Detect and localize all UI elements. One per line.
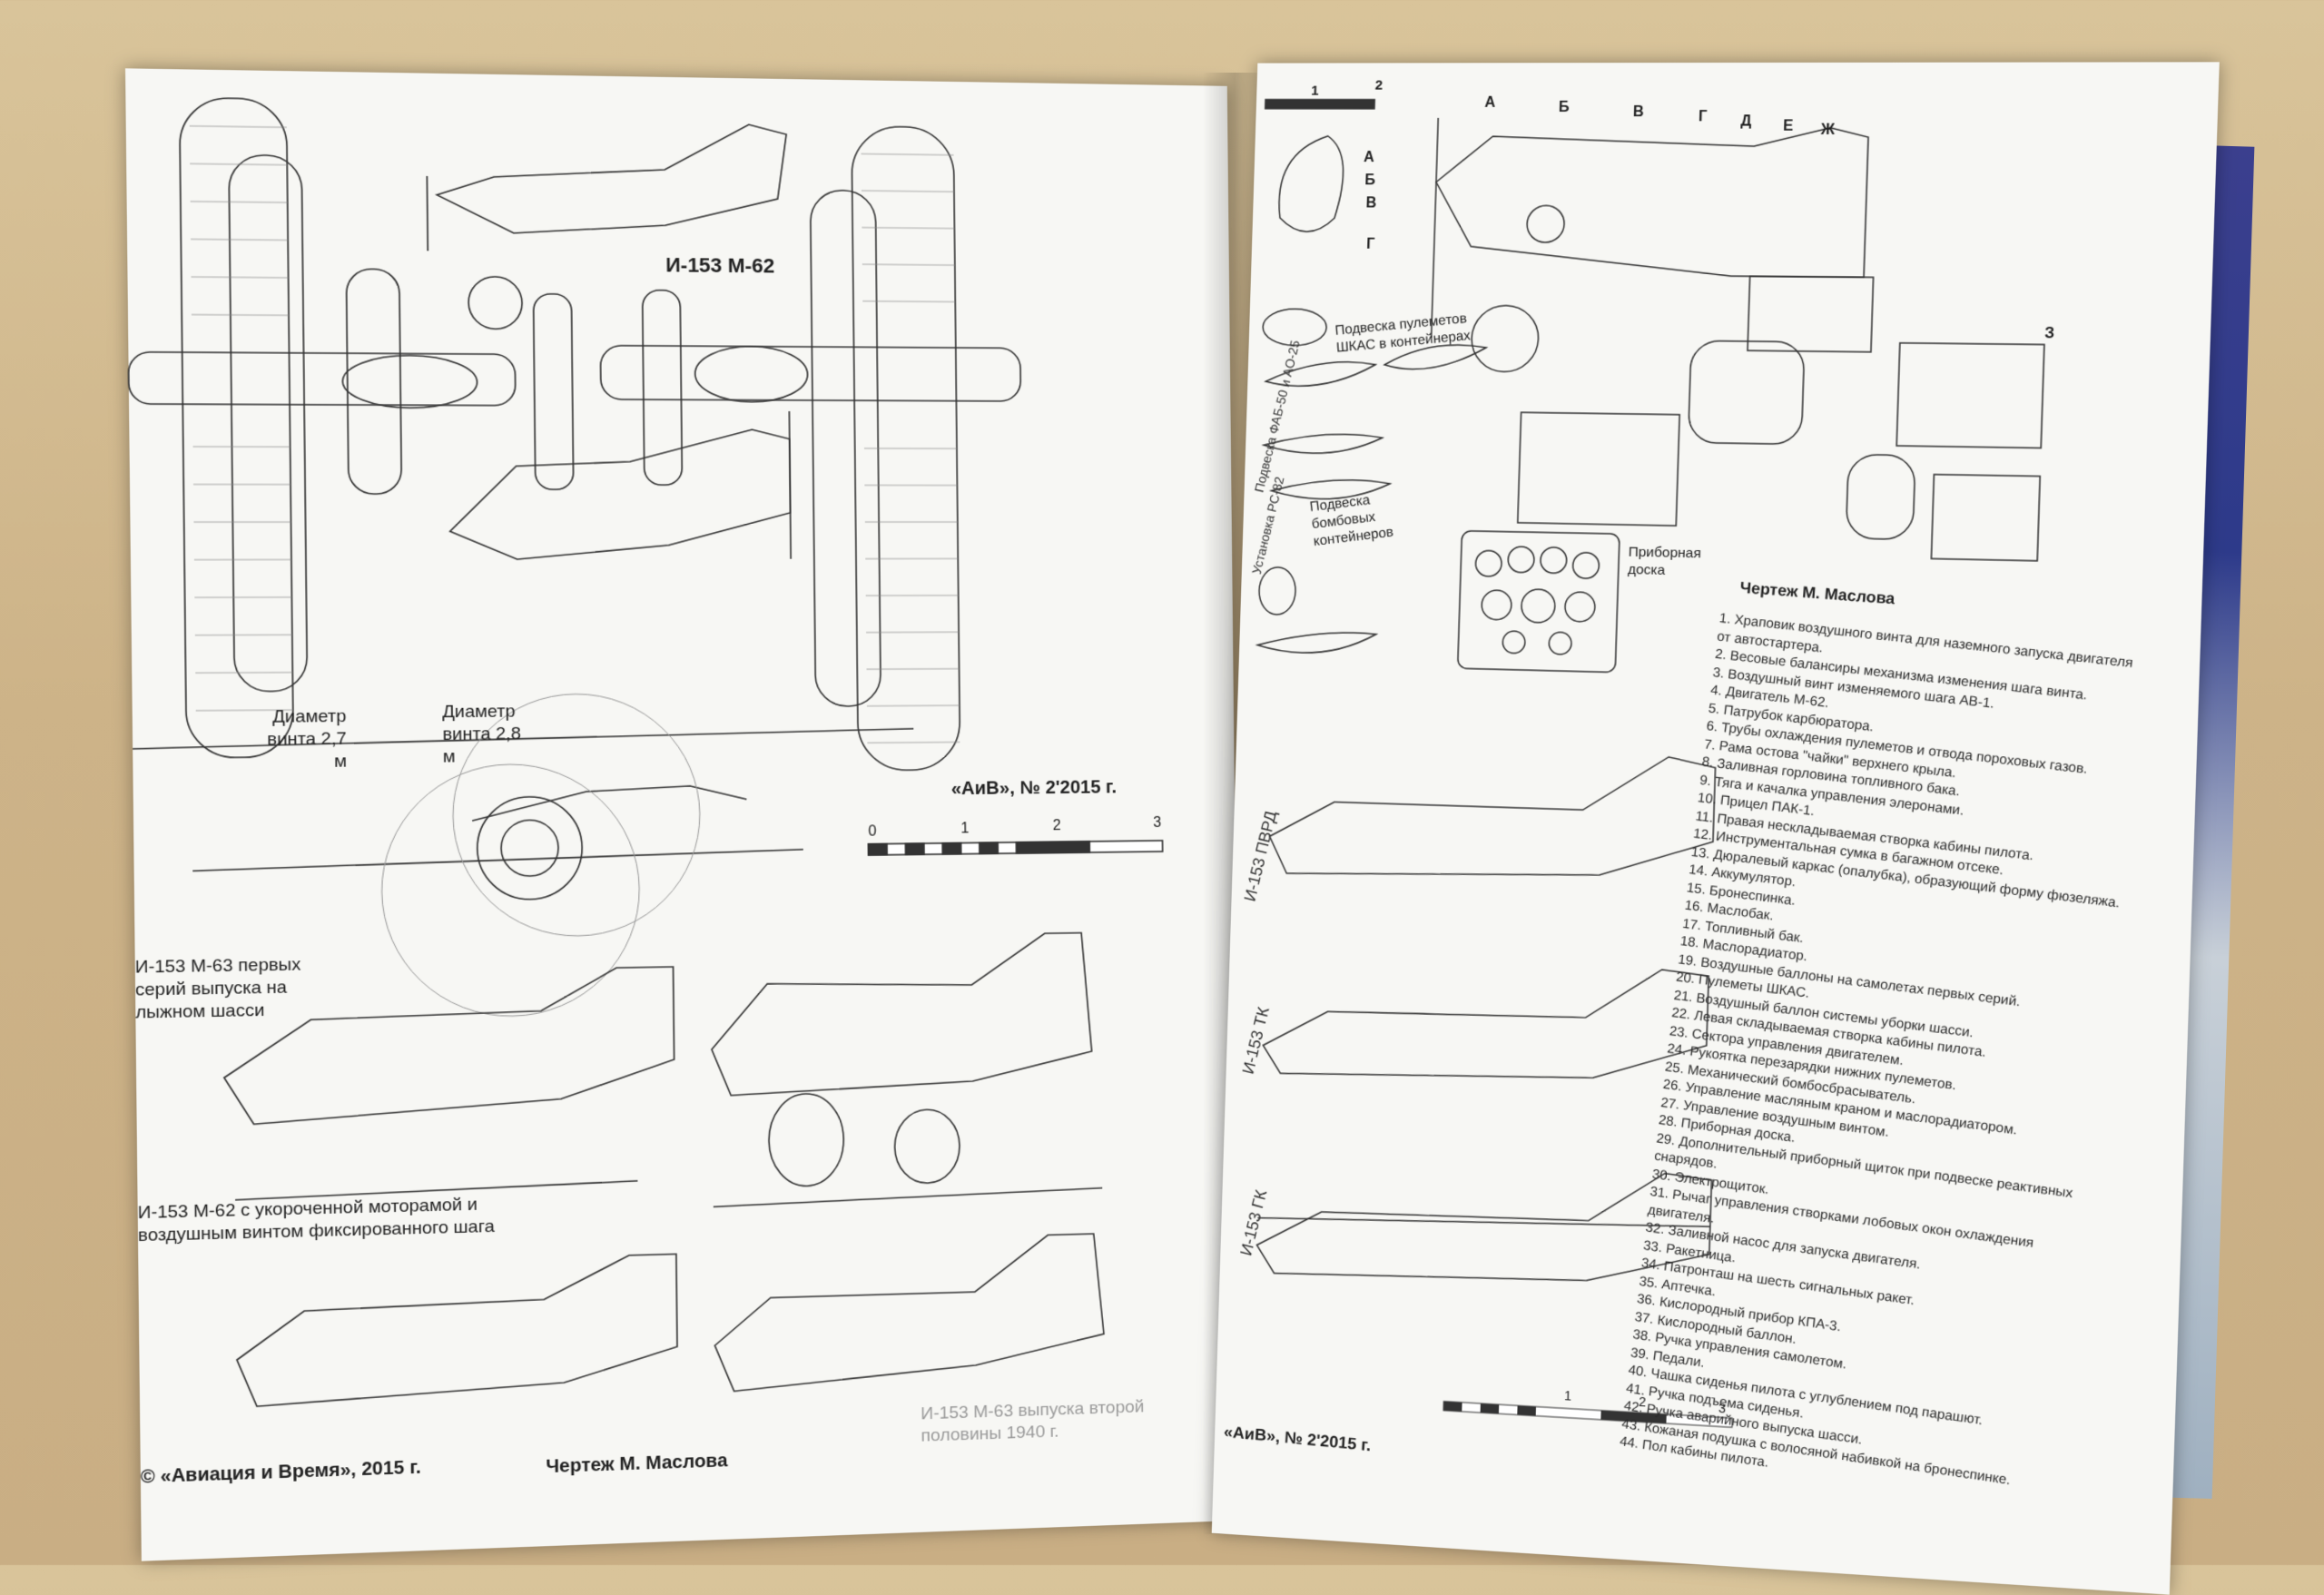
station-letter-a: А <box>1484 95 1495 112</box>
scale-tick-2: 2 <box>1053 818 1061 834</box>
prop-diameter-label-2: Диаметр винта 2,8 м <box>442 701 538 769</box>
section-letter-g: Г <box>1366 237 1375 253</box>
top-view-drawing <box>125 68 1242 1561</box>
right-page: А Б В Г Д Е Ж А Б В Г 1 2 Подвеска пулем… <box>1212 62 2220 1594</box>
station-letter-b: Б <box>1559 100 1570 116</box>
label-instrument-panel: Приборная доска <box>1628 543 1713 580</box>
bottom-scale-tick-3: 3 <box>1718 1401 1727 1416</box>
prop-diameter-label-1: Диаметр винта 2,7 м <box>250 706 347 774</box>
scale-tick-0: 0 <box>868 823 876 840</box>
station-letter-g: Г <box>1699 109 1708 125</box>
variant-late-caption: И-153 М-63 выпуска второй половины 1940 … <box>921 1396 1159 1448</box>
station-letter-zh: Ж <box>1821 123 1836 140</box>
section-letter-b: Б <box>1364 172 1375 189</box>
variant-ski-caption: И-153 М-63 первых серий выпуска на лыжно… <box>135 954 320 1025</box>
journal-reference: «АиВ», № 2'2015 г. <box>951 777 1117 800</box>
station-letter-e: Е <box>1783 118 1794 134</box>
scale-tick-1: 1 <box>960 821 969 837</box>
section-letter-a: А <box>1364 150 1374 166</box>
top-scale-tick-2: 2 <box>1374 78 1383 94</box>
main-title: И-153 М-62 <box>665 253 774 279</box>
scale-tick-3: 3 <box>1153 815 1161 832</box>
station-letter-d: Д <box>1740 113 1751 130</box>
variant-short-caption: И-153 М-62 с укороченной моторамой и воз… <box>138 1194 506 1248</box>
label-z: З <box>2044 326 2054 343</box>
left-page: И-153 М-62 Диаметр винта 2,7 м Диаметр в… <box>125 68 1242 1561</box>
bottom-scale-tick-1: 1 <box>1564 1388 1571 1403</box>
top-scale-tick-1: 1 <box>1311 84 1319 99</box>
bottom-scale-tick-2: 2 <box>1639 1394 1647 1410</box>
section-letter-v: В <box>1365 195 1376 212</box>
station-letter-v: В <box>1633 104 1644 121</box>
